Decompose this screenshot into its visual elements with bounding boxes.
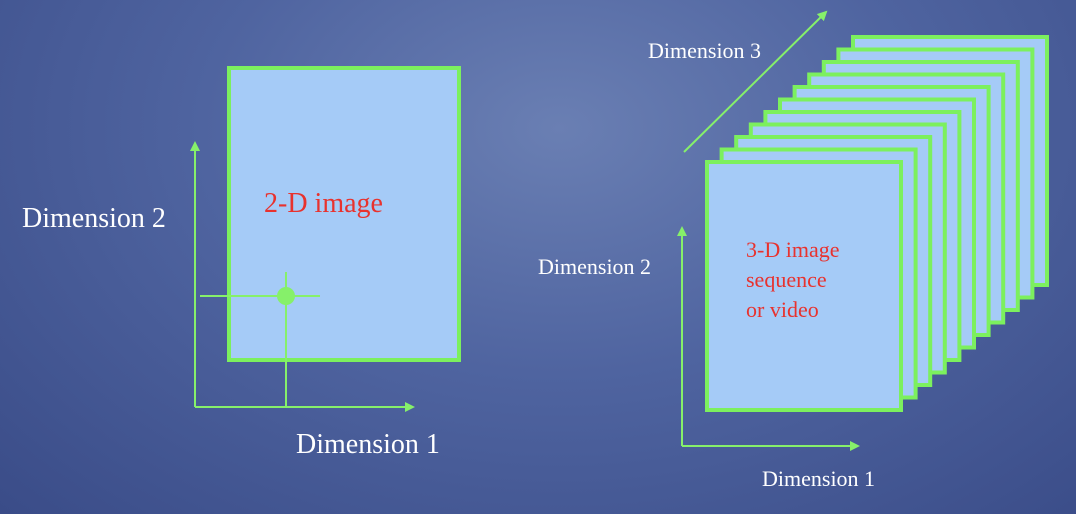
image-3d-label-line-1: 3-D image	[746, 237, 840, 262]
dimension-1-label-left: Dimension 1	[296, 429, 440, 460]
image-2d-frame	[227, 66, 461, 362]
dimension-2-label-right: Dimension 2	[538, 254, 652, 279]
image-sequence-stack	[705, 35, 1049, 412]
dim3-axis	[683, 10, 828, 153]
dimension-1-label-right: Dimension 1	[762, 466, 876, 491]
dimension-3-label: Dimension 3	[648, 38, 762, 63]
image-2d-label: 2-D image	[264, 188, 383, 219]
image-3d-label: 3-D image sequence or video	[746, 235, 839, 325]
image-3d-label-line-3: or video	[746, 297, 819, 322]
pixel-marker	[277, 287, 295, 305]
dimension-2-label-left: Dimension 2	[22, 203, 166, 234]
image-3d-front-frame	[705, 160, 903, 412]
image-3d-label-line-2: sequence	[746, 267, 827, 292]
